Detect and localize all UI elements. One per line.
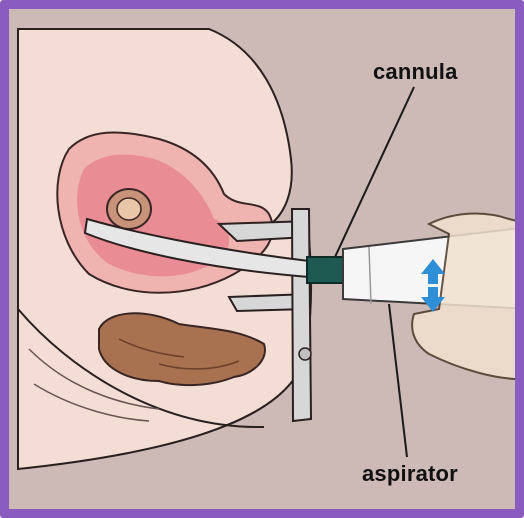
illustration-svg: [9, 9, 524, 518]
cannula-leader-line: [335, 87, 414, 257]
aspirator-leader-line: [389, 304, 407, 457]
aspirator-label: aspirator: [362, 461, 458, 487]
cannula-connector: [307, 257, 345, 283]
cannula-label: cannula: [373, 59, 458, 85]
speculum-handle: [292, 209, 311, 421]
